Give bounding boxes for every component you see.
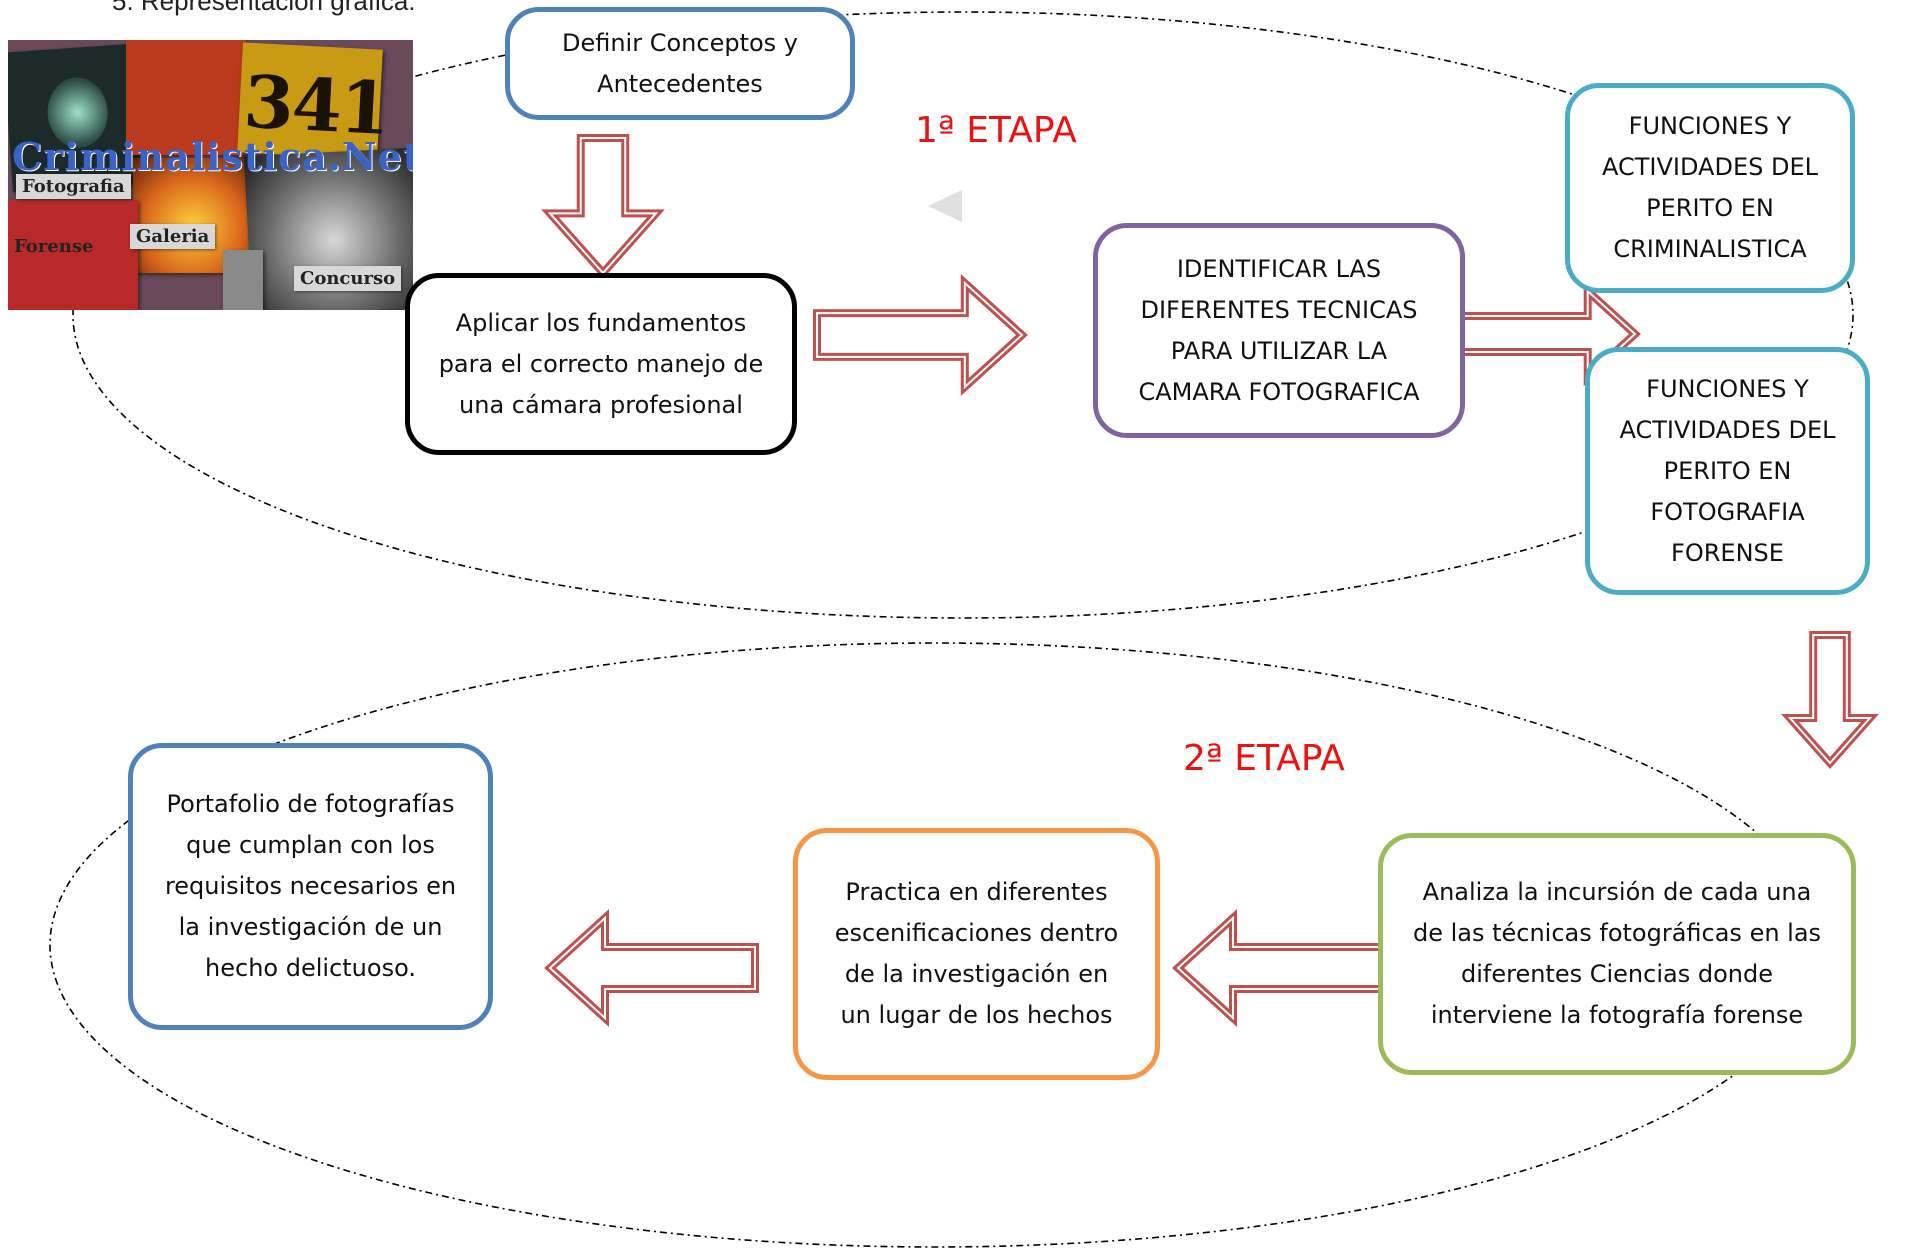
box-text-line: PERITO EN — [1663, 456, 1792, 485]
box-text-line: una cámara profesional — [459, 390, 743, 419]
box-text-line: Definir Conceptos y — [561, 28, 798, 57]
box-text-line: PERITO EN — [1646, 194, 1774, 222]
criminalistica-collage-image: 341 Criminalistica.Net Fotografia Galeri… — [8, 40, 413, 310]
arrow-practica-to-portafolio — [544, 908, 759, 1028]
box-text-line: la investigación de un — [178, 913, 443, 941]
collage-label-concurso: Concurso — [294, 266, 402, 291]
box-text-line: que cumplan con los — [186, 831, 435, 859]
box-text-line: FORENSE — [1671, 538, 1784, 567]
box-text-line: FUNCIONES Y — [1628, 112, 1792, 140]
box-text-line: Practica en diferentes — [845, 878, 1108, 906]
box-text-line: ACTIVIDADES DEL — [1619, 415, 1836, 444]
box-aplicar-fundamentos: Aplicar los fundamentos para el correcto … — [405, 273, 797, 455]
arrow-inner-line — [1176, 915, 1384, 1021]
red-blood-photo — [8, 200, 138, 310]
arrow-outline — [813, 273, 1028, 397]
arrow-inner-line — [816, 280, 1024, 390]
arrow-definir-to-aplicar — [541, 134, 665, 280]
box-text-line: ACTIVIDADES DEL — [1602, 153, 1818, 181]
box-text-line: diferentes Ciencias donde — [1461, 960, 1773, 988]
box-text-line: Antecedentes — [597, 69, 763, 98]
box-analiza-incursion: Analiza la incursión de cada una de las t… — [1378, 833, 1856, 1075]
arrow-inner-line — [1787, 634, 1873, 765]
box-text-line: CRIMINALISTICA — [1613, 235, 1807, 263]
collage-watermark: Criminalistica.Net — [12, 134, 413, 179]
arrow-inner-line — [548, 915, 756, 1021]
box-text-line: para el correcto manejo de — [438, 349, 764, 378]
red-texture-photo — [126, 40, 246, 155]
box-text-line: FOTOGRAFIA — [1650, 497, 1805, 526]
box-definir-conceptos: Definir Conceptos y Antecedentes — [505, 7, 855, 120]
box-text-line: hecho delictuoso. — [205, 954, 416, 982]
box-text-line: Analiza la incursión de cada una — [1422, 878, 1812, 906]
box-funciones-criminalistica: FUNCIONES Y ACTIVIDADES DEL PERITO EN CRIMI… — [1565, 83, 1855, 293]
stage-1-label: 1ª ETAPA — [915, 110, 1077, 151]
arrow-analiza-to-practica — [1172, 908, 1387, 1028]
arrow-outline — [541, 134, 665, 280]
back-triangle-icon — [928, 190, 962, 222]
gray-photo — [223, 250, 263, 310]
collage-label-galeria: Galeria — [130, 224, 216, 249]
box-text-line: un lugar de los hechos — [840, 1001, 1113, 1029]
arrow-outline — [544, 908, 759, 1028]
section-caption: 5. Representación gráfica: — [112, 0, 416, 16]
arrow-aplicar-to-identificar — [813, 273, 1028, 397]
box-funciones-fotografia-forense: FUNCIONES Y ACTIVIDADES DEL PERITO EN FOTOG… — [1585, 347, 1870, 595]
collage-label-forense: Forense — [14, 236, 94, 257]
box-text-line: de la investigación en — [844, 960, 1109, 988]
box-portafolio-fotografias: Portafolio de fotografías que cumplan con… — [128, 743, 493, 1030]
box-text-line: escenificaciones dentro — [834, 919, 1119, 947]
box-text-line: FUNCIONES Y — [1646, 374, 1809, 403]
box-identificar-tecnicas: IDENTIFICAR LAS DIFERENTES TECNICAS PARA U… — [1093, 223, 1465, 438]
box-text-line: de las técnicas fotográficas en las — [1412, 919, 1822, 947]
box-text-line: Portafolio de fotografías — [166, 790, 455, 818]
collage-label-fotografia: Fotografia — [16, 174, 131, 199]
arrow-outline — [1781, 631, 1879, 770]
arrow-funciones-to-analiza — [1781, 631, 1879, 770]
arrow-outline — [1172, 908, 1387, 1028]
box-text-line: DIFERENTES TECNICAS — [1140, 295, 1418, 324]
box-text-line: IDENTIFICAR LAS — [1176, 254, 1382, 283]
stage-2-label: 2ª ETAPA — [1183, 738, 1345, 779]
box-text-line: interviene la fotografía forense — [1430, 1001, 1804, 1029]
box-text-line: Aplicar los fundamentos — [455, 308, 747, 337]
stage-1-dashed-ellipse — [72, 11, 1854, 619]
box-text-line: requisitos necesarios en — [164, 872, 457, 900]
box-text-line: CAMARA FOTOGRAFICA — [1138, 377, 1420, 406]
box-text-line: PARA UTILIZAR LA — [1170, 336, 1388, 365]
arrow-inner-line — [547, 137, 659, 275]
box-practica-escenificaciones: Practica en diferentes escenificaciones d… — [793, 828, 1160, 1080]
